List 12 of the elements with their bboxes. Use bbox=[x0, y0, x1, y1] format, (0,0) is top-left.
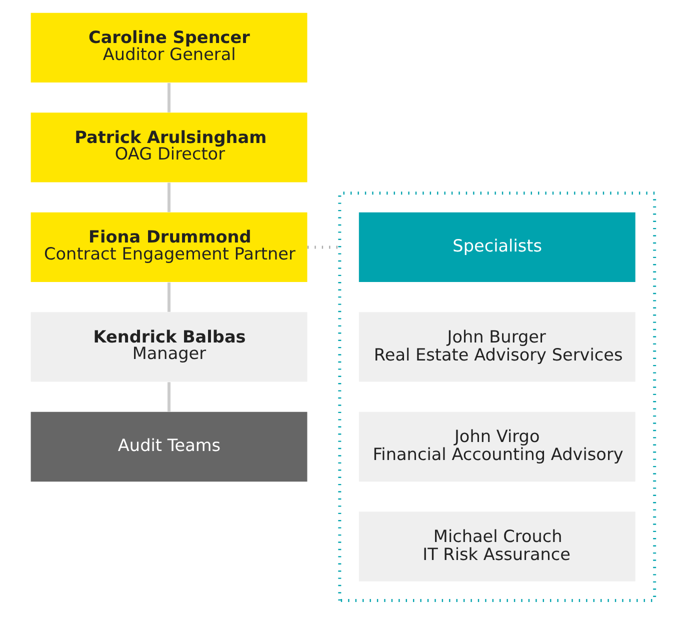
node-box: Patrick Arulsingham OAG Director bbox=[30, 112, 308, 182]
node-box: Specialists bbox=[358, 212, 636, 282]
connector bbox=[168, 82, 171, 112]
node-box: Kendrick Balbas Manager bbox=[30, 312, 308, 382]
node-box: Fiona Drummond Contract Engagement Partner bbox=[30, 212, 308, 282]
node-box: Caroline Spencer Auditor General bbox=[30, 12, 308, 83]
connector bbox=[168, 282, 171, 312]
connector bbox=[307, 246, 340, 249]
cluster bbox=[338, 192, 656, 602]
connector bbox=[168, 182, 171, 212]
connector bbox=[168, 382, 171, 412]
node-box: Audit Teams bbox=[30, 412, 308, 482]
